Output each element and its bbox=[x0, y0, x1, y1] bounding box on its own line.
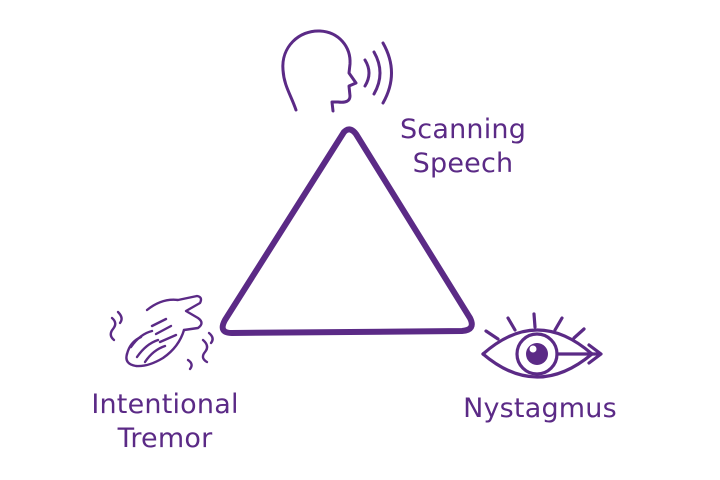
label-intentional-tremor-line-2: Tremor bbox=[117, 423, 213, 454]
trembling-hand-icon bbox=[109, 294, 214, 371]
triangle-shape bbox=[219, 126, 475, 336]
label-intentional-tremor-line-1: Intentional bbox=[91, 389, 239, 420]
label-scanning-speech-line-1: Scanning bbox=[399, 114, 527, 145]
eye-arrow-icon bbox=[481, 312, 603, 379]
label-scanning-speech: Scanning Speech bbox=[378, 113, 548, 181]
label-nystagmus-line-1: Nystagmus bbox=[463, 393, 617, 424]
label-intentional-tremor: Intentional Tremor bbox=[70, 388, 260, 456]
label-nystagmus: Nystagmus bbox=[450, 392, 630, 426]
head-speaking-icon bbox=[281, 29, 393, 113]
label-scanning-speech-line-2: Speech bbox=[412, 148, 514, 179]
